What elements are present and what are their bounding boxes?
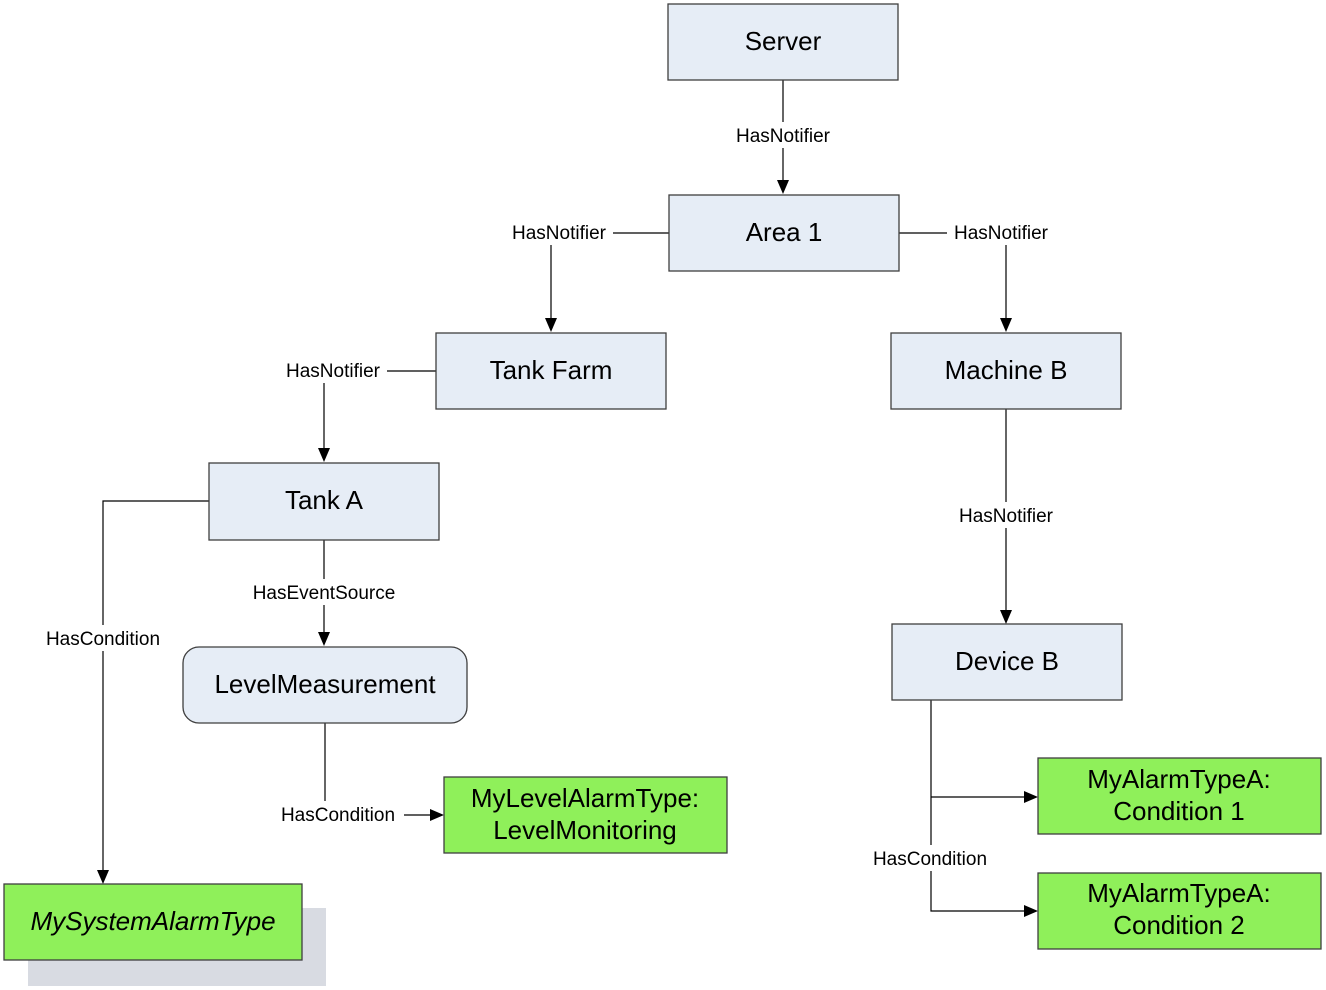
edge-area1-machineb: HasNotifier [899,219,1055,332]
edge-label-area1-machineb: HasNotifier [954,223,1049,244]
edge-label-tanka-systemalarm: HasCondition [46,629,160,650]
edge-label-tankfarm-tanka: HasNotifier [286,361,381,382]
edge-level-levelalarm: HasCondition [272,723,444,827]
node-level-measurement-label: LevelMeasurement [214,669,436,699]
node-server: Server [667,3,899,81]
edge-label-machineb-deviceb: HasNotifier [959,506,1054,527]
edge-label-tanka-levelmeasurement: HasEventSource [253,583,396,604]
node-machine-b: Machine B [890,332,1122,410]
edge-tanka-systemalarm: HasCondition [36,500,209,884]
node-alarm-type-a-condition-2-line1: MyAlarmTypeA: [1087,878,1271,908]
node-my-system-alarm-type: MySystemAlarmType [3,883,303,961]
edge-server-area1: HasNotifier [729,80,837,194]
node-device-b: Device B [891,623,1123,701]
node-device-b-label: Device B [955,646,1059,676]
node-alarm-type-a-condition-1-line2: Condition 1 [1113,796,1245,826]
node-area1-label: Area 1 [746,217,823,247]
node-server-label: Server [745,26,822,56]
node-my-level-alarm-type-line1: MyLevelAlarmType: [471,783,699,813]
edge-label-server-area1: HasNotifier [736,126,831,147]
node-tank-farm-label: Tank Farm [490,355,613,385]
edge-label-deviceb-alarms: HasCondition [873,849,987,870]
node-alarm-type-a-condition-2-line2: Condition 2 [1113,910,1245,940]
node-level-measurement: LevelMeasurement [182,646,468,724]
edge-deviceb-alarms: HasCondition [864,700,1038,917]
node-my-level-alarm-type: MyLevelAlarmType: LevelMonitoring [443,776,728,854]
edge-tankfarm-tanka: HasNotifier [279,357,436,462]
node-my-level-alarm-type-line2: LevelMonitoring [493,815,677,845]
node-tank-a-label: Tank A [285,485,364,515]
node-my-system-alarm-type-label: MySystemAlarmType [30,906,275,936]
edge-label-level-levelalarm: HasCondition [281,805,395,826]
edge-label-area1-tankfarm: HasNotifier [512,223,607,244]
node-machine-b-label: Machine B [945,355,1068,385]
edge-tanka-levelmeasurement: HasEventSource [242,540,406,646]
node-alarm-type-a-condition-1-line1: MyAlarmTypeA: [1087,764,1271,794]
node-area1: Area 1 [668,194,900,272]
node-alarm-type-a-condition-2: MyAlarmTypeA: Condition 2 [1037,872,1322,950]
node-tank-a: Tank A [208,462,440,541]
node-alarm-type-a-condition-1: MyAlarmTypeA: Condition 1 [1037,757,1322,835]
edge-machineb-deviceb: HasNotifier [952,409,1060,624]
node-tank-farm: Tank Farm [435,332,667,410]
edge-area1-tankfarm: HasNotifier [505,219,669,332]
